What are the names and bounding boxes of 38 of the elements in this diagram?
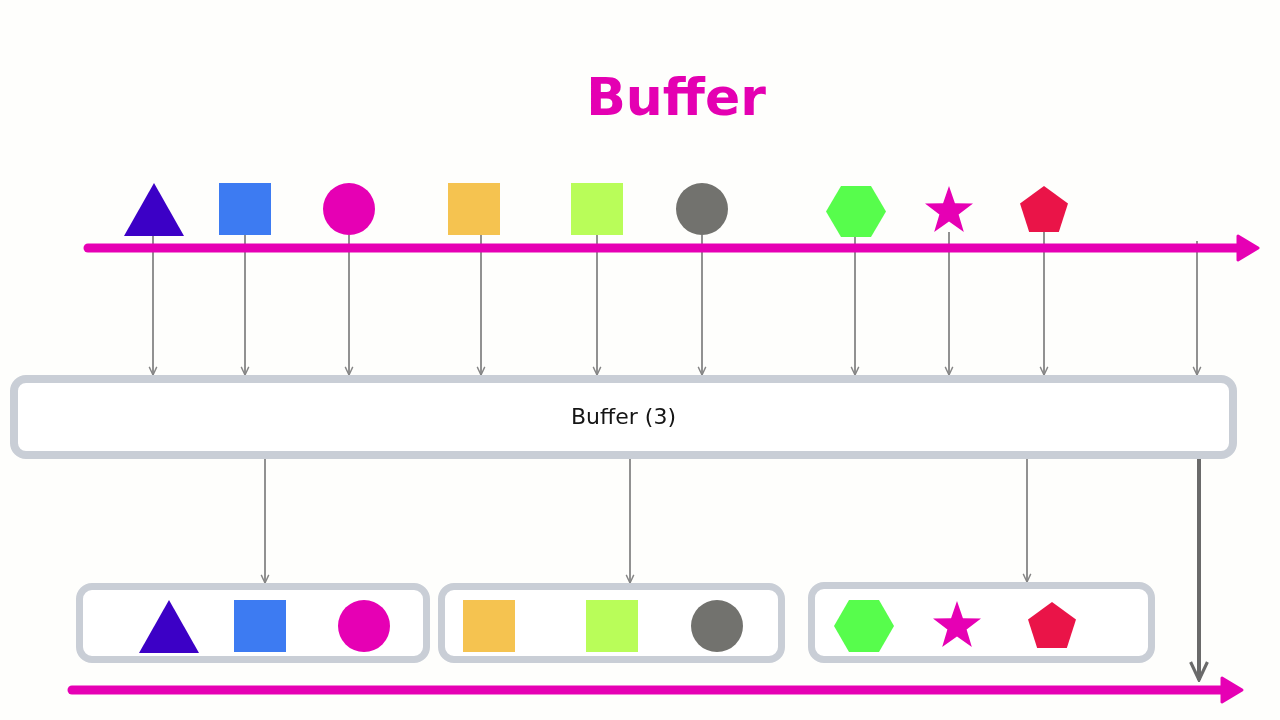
title: Buffer xyxy=(586,66,766,128)
arrow xyxy=(148,235,158,376)
star-icon xyxy=(925,186,973,232)
triangle-icon xyxy=(124,183,184,236)
arrow xyxy=(476,234,486,376)
square-icon xyxy=(219,183,271,235)
arrow xyxy=(1022,458,1032,583)
circle-icon xyxy=(676,183,728,235)
group-frame xyxy=(438,583,785,663)
operator-label: Buffer (3) xyxy=(571,403,676,431)
arrow xyxy=(1189,459,1209,682)
arrow xyxy=(1192,240,1202,376)
hexagon-icon xyxy=(834,600,894,652)
circle-icon xyxy=(323,183,375,235)
square-icon xyxy=(463,600,515,652)
arrow xyxy=(1039,231,1049,376)
hexagon-icon xyxy=(826,186,886,237)
arrow xyxy=(592,234,602,376)
group-frame xyxy=(808,582,1155,663)
operator-box xyxy=(10,375,1237,459)
arrow xyxy=(944,231,954,376)
group-frame xyxy=(76,583,430,663)
arrow xyxy=(850,236,860,376)
arrow xyxy=(697,234,707,376)
square-icon xyxy=(234,600,286,652)
arrow xyxy=(625,458,635,584)
arrow xyxy=(240,234,250,376)
square-icon xyxy=(448,183,500,235)
circle-icon xyxy=(338,600,390,652)
arrow xyxy=(260,458,270,584)
arrow xyxy=(344,234,354,376)
triangle-icon xyxy=(139,600,199,653)
square-icon xyxy=(586,600,638,652)
square-icon xyxy=(571,183,623,235)
star-icon xyxy=(933,601,981,647)
pentagon-icon xyxy=(1028,602,1076,648)
circle-icon xyxy=(691,600,743,652)
pentagon-icon xyxy=(1020,186,1068,232)
